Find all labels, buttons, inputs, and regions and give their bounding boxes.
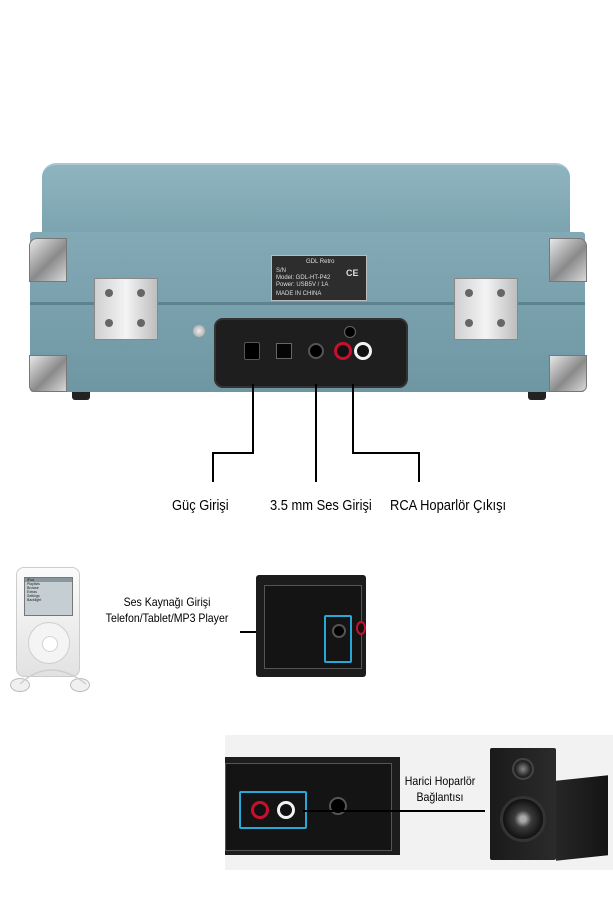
corner-guard-top-right <box>549 238 587 282</box>
corner-guard-bottom-left <box>29 355 67 392</box>
label-brand: GDL Retro <box>306 259 335 265</box>
mp3-player: iPod Playlists Browse Extras Settings Ba… <box>16 567 80 677</box>
ipod-title: iPod <box>25 578 72 582</box>
earbud-cable-icon <box>19 669 87 685</box>
earbud-left-icon <box>10 678 30 692</box>
highlight-box <box>324 615 352 663</box>
ipod-menu-item: Settings <box>27 594 40 598</box>
caption-rca-output: RCA Hoparlör Çıkışı <box>390 497 507 514</box>
screw-icon <box>193 325 205 337</box>
highlight-box <box>239 791 307 829</box>
caption-audio-input: 3.5 mm Ses Girişi <box>270 497 372 514</box>
rca-red-jack[interactable] <box>334 342 352 360</box>
case-seam <box>30 302 585 305</box>
callout-line-audio <box>315 384 317 482</box>
rca-white-jack[interactable] <box>354 342 372 360</box>
callout-line-power-h <box>212 452 254 454</box>
aux-input-closeup-jack <box>332 624 346 638</box>
earbud-right-icon <box>70 678 90 692</box>
dc-power-jack[interactable] <box>244 342 260 360</box>
callout-line-power-v <box>212 452 214 482</box>
ipod-menu-item: Browse <box>27 586 39 590</box>
label-power: Power: USB5V / 1A <box>276 282 329 288</box>
rating-label: GDL Retro S/N Model: GDL-HT-P42 Power: U… <box>271 255 367 301</box>
label-serial: S/N <box>276 268 287 274</box>
callout-line-speaker <box>303 810 485 812</box>
usb-port[interactable] <box>276 343 292 359</box>
callout-line-rca-v <box>418 452 420 482</box>
turntable-lid <box>42 163 570 237</box>
mp3-player-screen: iPod Playlists Browse Extras Settings Ba… <box>24 577 73 616</box>
callout-line-rca-h <box>352 452 420 454</box>
closeup-panel <box>264 585 362 669</box>
caption-power-input: Güç Girişi <box>172 497 229 514</box>
hinge-right <box>454 278 518 340</box>
hinge-left <box>94 278 158 340</box>
woofer-icon <box>500 796 546 842</box>
source-input-line2: Telefon/Tablet/MP3 Player <box>105 611 229 625</box>
ipod-menu-item: Backlight <box>27 598 42 602</box>
aux-input-jack[interactable] <box>308 343 324 359</box>
rca-red-closeup <box>356 621 366 635</box>
dc-jack-closeup <box>329 797 347 815</box>
corner-guard-bottom-right <box>549 355 587 392</box>
closeup-aux-input <box>256 575 366 677</box>
speaker-caption-line2: Bağlantısı <box>416 790 464 804</box>
ground-screw-icon <box>344 326 356 338</box>
speaker-main <box>490 748 556 860</box>
label-origin: MADE IN CHINA <box>276 291 322 297</box>
tweeter-icon <box>512 758 534 780</box>
rca-red-closeup-jack <box>251 801 269 819</box>
corner-guard-top-left <box>29 238 67 282</box>
case-foot-right <box>528 392 546 400</box>
ce-mark-icon: CE <box>346 268 359 278</box>
connector-panel <box>214 318 408 388</box>
speaker-secondary <box>556 775 608 861</box>
speaker-caption-line1: Harici Hoparlör <box>404 774 476 788</box>
case-foot-left <box>72 392 90 400</box>
callout-line-power <box>252 384 254 454</box>
ipod-menu-item: Playlists <box>27 582 40 586</box>
label-model: Model: GDL-HT-P42 <box>276 275 331 281</box>
rca-white-closeup-jack <box>277 801 295 819</box>
closeup-rca-output <box>225 757 400 855</box>
source-input-line1: Ses Kaynağı Girişi <box>123 595 211 609</box>
ipod-menu-item: Extras <box>27 590 37 594</box>
callout-line-rca <box>352 384 354 454</box>
click-wheel-icon <box>28 622 70 664</box>
